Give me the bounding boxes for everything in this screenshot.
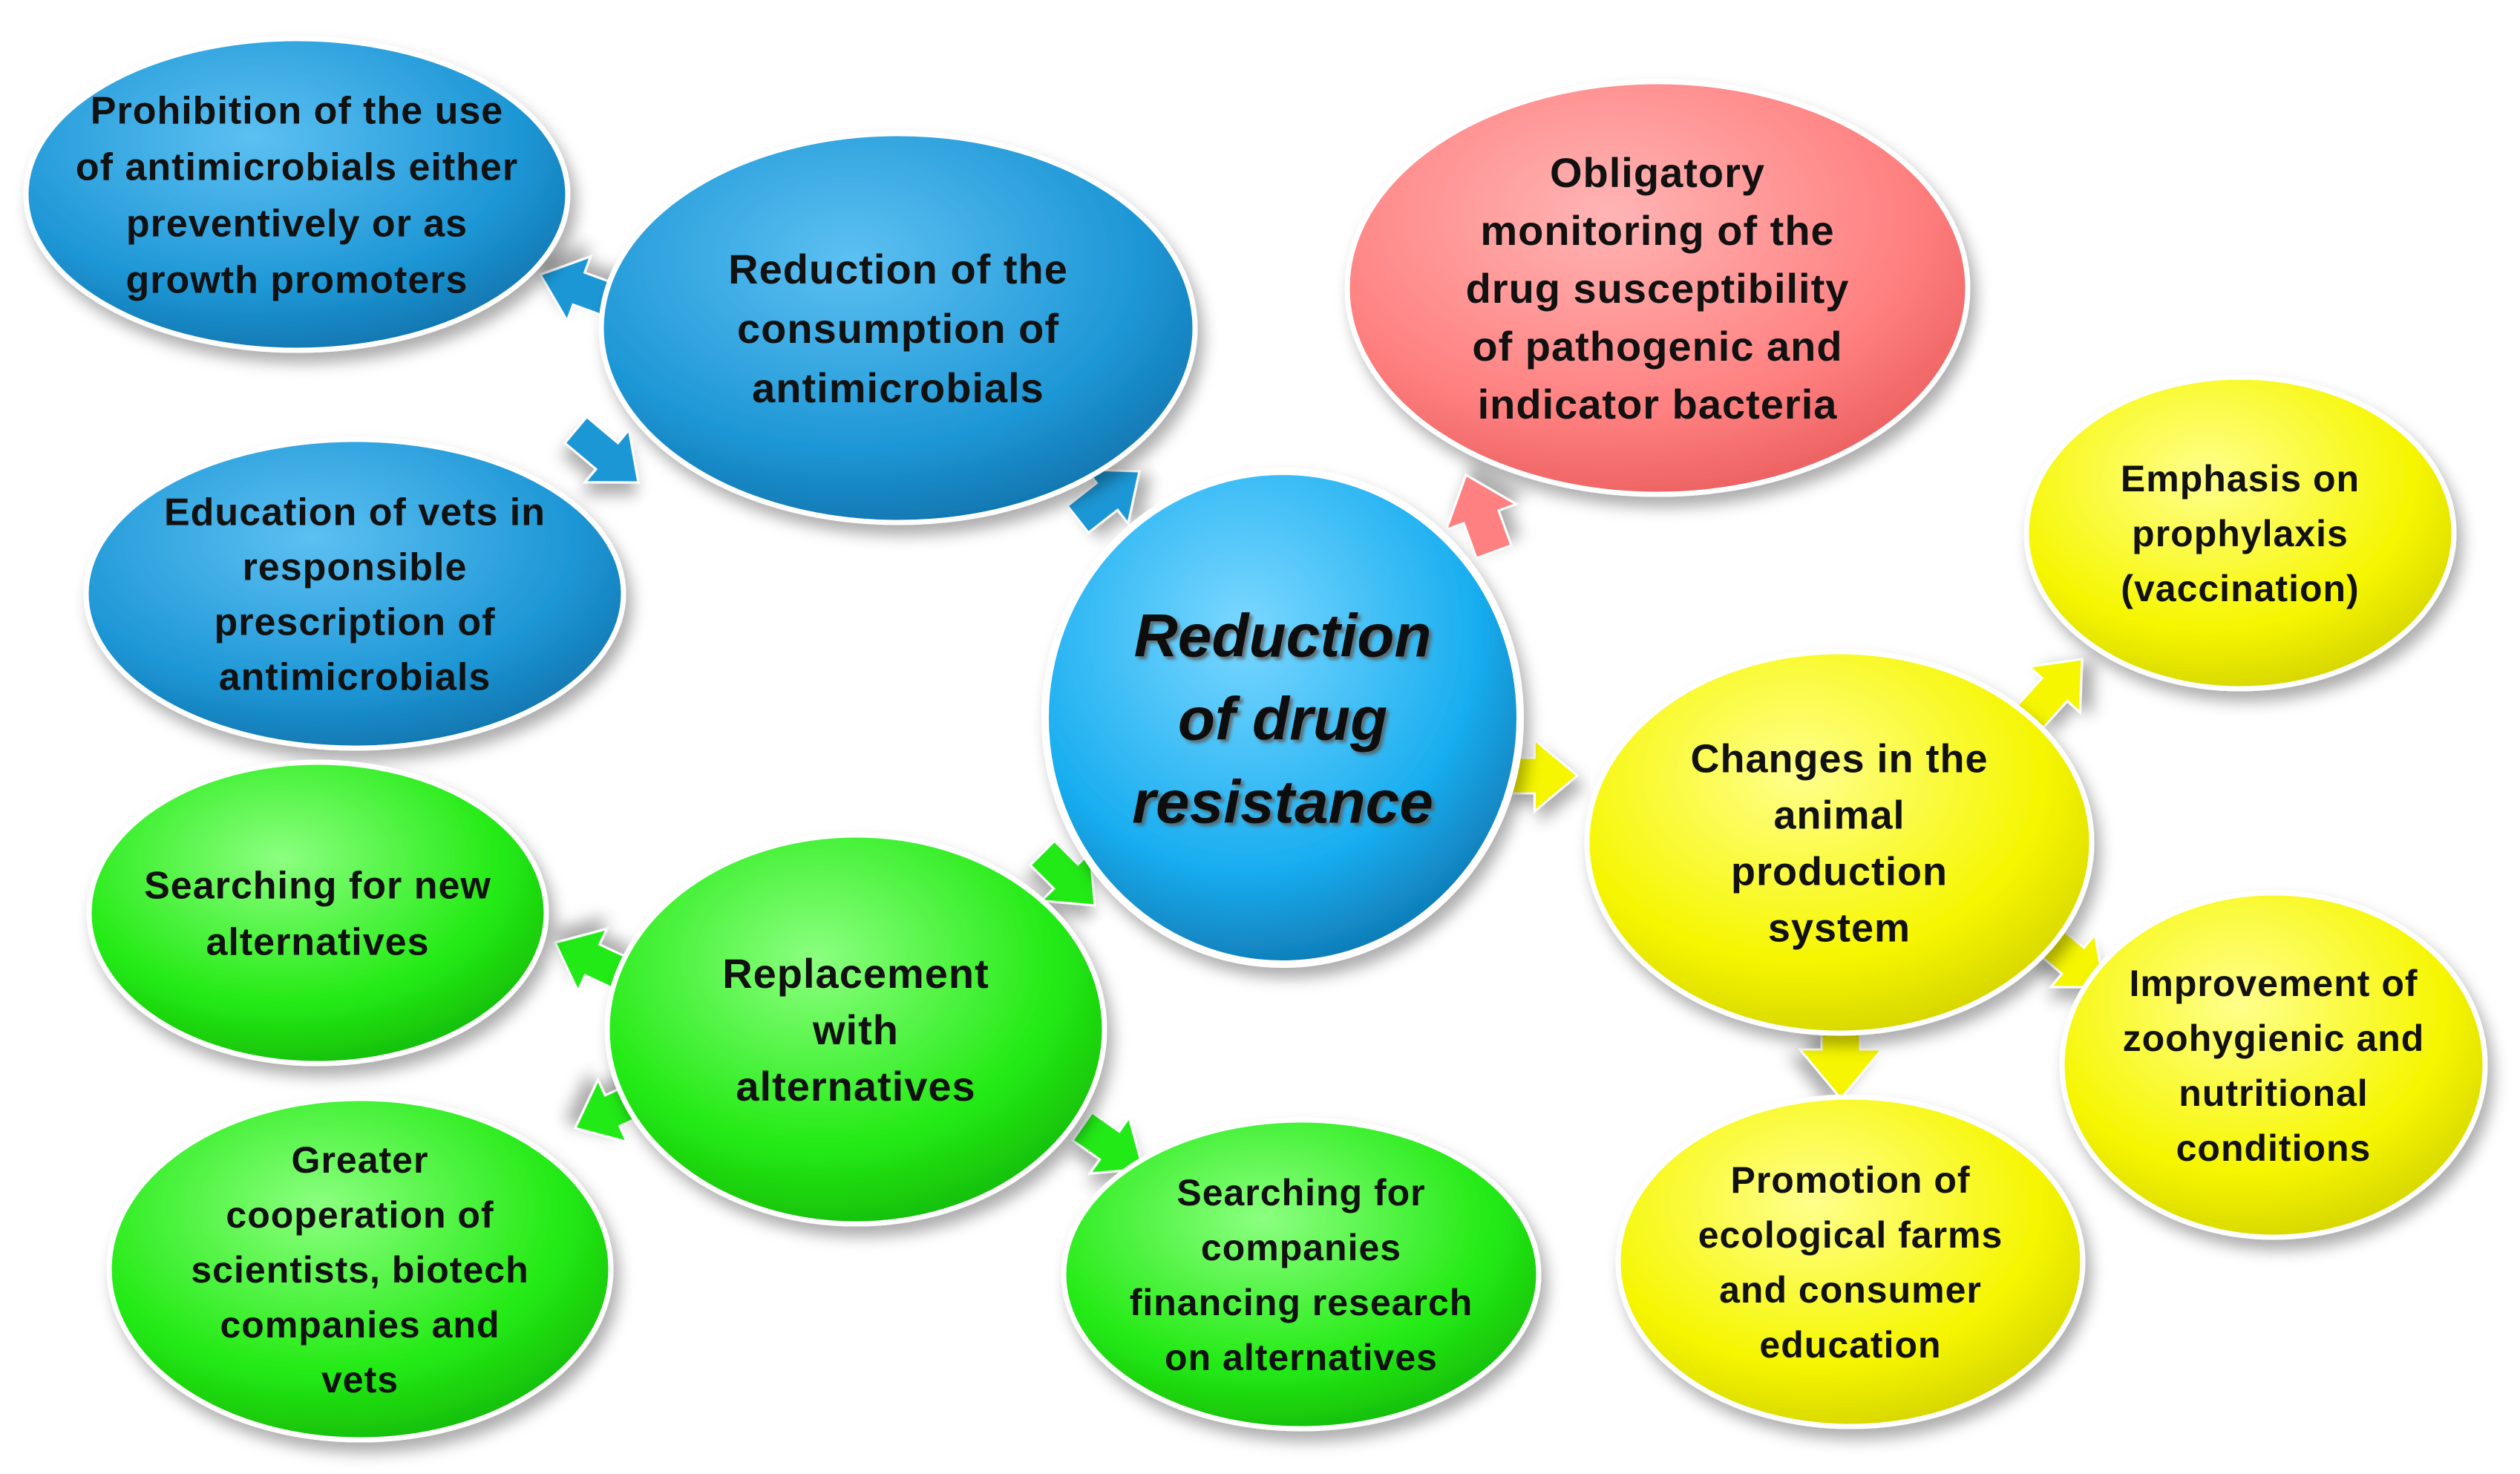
center-node-label-line: resistance (1132, 769, 1433, 836)
node-obligatory-monitoring-label-line: monitoring of the (1480, 207, 1834, 254)
node-greater-cooperation-label-line: Greater (292, 1139, 429, 1181)
node-changes-production: Changes in the animal production system (1584, 649, 2095, 1036)
node-prohibition-label-line: preventively or as (126, 203, 468, 246)
node-replacement-alternatives-label-line: with (812, 1006, 899, 1053)
arrows-layer (538, 255, 2106, 1175)
node-education-vets: Education of vets in responsible prescript… (83, 436, 626, 751)
node-replacement-alternatives-shape (604, 832, 1107, 1227)
node-obligatory-monitoring-label-line: drug susceptibility (1466, 265, 1850, 312)
node-emphasis-prophylaxis: Emphasis on prophylaxis (vaccination) (2023, 374, 2457, 692)
node-prohibition-label-line: Prohibition of the use (91, 90, 503, 133)
node-promotion-ecological: Promotion of ecological farms and consumer… (1615, 1094, 2086, 1429)
node-searching-financing: Searching for companies financing research… (1061, 1117, 1542, 1432)
node-greater-cooperation: Greater cooperation of scientists, biotech… (106, 1095, 614, 1443)
arrow-center-to-monitoring (1444, 473, 1519, 560)
node-changes-production-shape (1584, 649, 2095, 1036)
node-changes-production-label-line: production (1731, 849, 1948, 894)
node-searching-financing-label-line: companies (1201, 1227, 1401, 1268)
arrow-to-financing (1070, 1110, 1145, 1175)
node-obligatory-monitoring-shape (1344, 79, 1971, 497)
node-education-vets-label-line: antimicrobials (219, 656, 491, 699)
node-greater-cooperation-label-line: scientists, biotech (191, 1249, 528, 1291)
node-improvement-zoohygienic-label-line: nutritional (2179, 1072, 2368, 1114)
node-searching-financing-shape (1061, 1117, 1542, 1432)
arrow-to-education (563, 415, 640, 484)
node-reduction-consumption-label-line: Reduction of the (728, 246, 1068, 292)
node-education-vets-label-line: responsible (243, 546, 468, 589)
node-improvement-zoohygienic: Improvement of zoohygienic and nutritional… (2059, 890, 2488, 1240)
node-improvement-zoohygienic-shape (2059, 890, 2488, 1240)
node-searching-financing-label-line: financing research (1130, 1282, 1473, 1323)
node-obligatory-monitoring: Obligatory monitoring of the drug suscepti… (1344, 79, 1971, 497)
node-changes-production-label-line: Changes in the (1690, 736, 1988, 781)
center-node-label-line: Reduction (1134, 603, 1432, 670)
node-promotion-ecological-label-line: ecological farms (1698, 1214, 2003, 1256)
node-obligatory-monitoring-label-line: of pathogenic and (1472, 323, 1842, 370)
center-node-label-line: of drug (1178, 686, 1387, 753)
node-reduction-consumption: Reduction of the consumption of antimicrob… (598, 131, 1198, 525)
node-greater-cooperation-label-line: companies and (220, 1304, 500, 1346)
node-searching-new-label-line: alternatives (206, 921, 429, 964)
node-reduction-consumption-label-line: consumption of (737, 305, 1059, 352)
node-reduction-consumption-label-line: antimicrobials (752, 364, 1044, 411)
node-emphasis-prophylaxis-shape (2023, 374, 2457, 692)
node-improvement-zoohygienic-label-line: zoohygienic and (2123, 1018, 2425, 1059)
node-searching-new: Searching for new alternatives (86, 759, 549, 1067)
node-emphasis-prophylaxis-label-line: (vaccination) (2121, 568, 2359, 609)
node-searching-financing-label-line: Searching for (1176, 1172, 1425, 1213)
node-obligatory-monitoring-label-line: indicator bacteria (1478, 381, 1838, 428)
node-promotion-ecological-label-line: and consumer (1719, 1269, 1982, 1311)
node-searching-financing-label-line: on alternatives (1165, 1337, 1438, 1378)
node-emphasis-prophylaxis-label-line: prophylaxis (2132, 513, 2349, 554)
node-promotion-ecological-shape (1615, 1094, 2086, 1429)
node-improvement-zoohygienic-label-line: Improvement of (2129, 963, 2418, 1004)
node-replacement-alternatives-label-line: alternatives (736, 1063, 975, 1110)
node-obligatory-monitoring-label-line: Obligatory (1550, 149, 1765, 196)
node-greater-cooperation-label-line: vets (321, 1359, 399, 1401)
node-searching-new-label-line: Searching for new (144, 865, 491, 908)
node-education-vets-label-line: prescription of (214, 601, 495, 644)
node-improvement-zoohygienic-label-line: conditions (2176, 1127, 2372, 1169)
node-changes-production-label-line: animal (1773, 793, 1905, 837)
node-prohibition-label-line: of antimicrobials either (76, 146, 518, 189)
center-node-shape (1041, 468, 1524, 968)
node-prohibition-shape (23, 36, 571, 353)
arrow-to-ecological (1797, 1030, 1885, 1101)
node-reduction-consumption-shape (598, 131, 1198, 525)
center-node: Reduction of drug resistance (1041, 468, 1524, 968)
node-promotion-ecological-label-line: education (1759, 1324, 1941, 1366)
node-promotion-ecological-label-line: Promotion of (1730, 1159, 1970, 1201)
nodes-layer: Reduction of drug resistance Reduction of t… (23, 36, 2488, 1443)
node-replacement-alternatives-label-line: Replacement (722, 950, 989, 997)
node-searching-new-shape (86, 759, 549, 1067)
node-prohibition: Prohibition of the use of antimicrobials … (23, 36, 571, 353)
node-greater-cooperation-label-line: cooperation of (226, 1194, 494, 1236)
node-emphasis-prophylaxis-label-line: Emphasis on (2121, 458, 2360, 499)
node-prohibition-label-line: growth promoters (126, 259, 468, 302)
node-replacement-alternatives: Replacement with alternatives (604, 832, 1107, 1227)
node-education-vets-label-line: Education of vets in (164, 491, 546, 534)
node-changes-production-label-line: system (1768, 905, 1911, 950)
node-education-vets-shape (83, 436, 626, 751)
node-greater-cooperation-shape (106, 1095, 614, 1443)
